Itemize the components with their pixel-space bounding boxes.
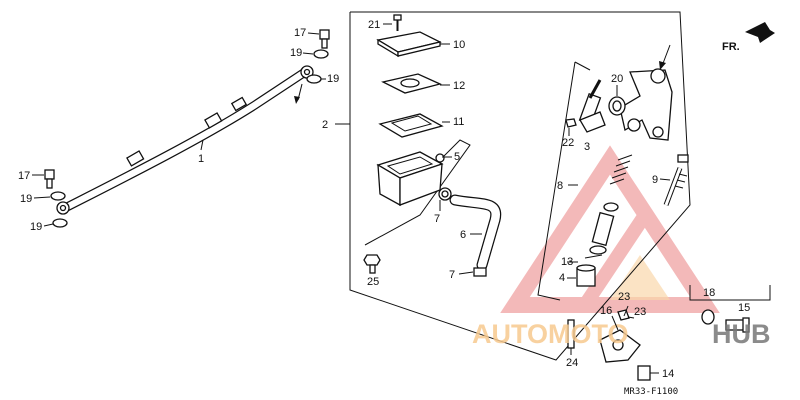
clevis-nut — [617, 309, 630, 321]
direction-label: FR. — [722, 41, 740, 53]
joint-pin — [637, 365, 651, 381]
reservoir-clip — [435, 153, 445, 163]
assembly-outline — [335, 11, 691, 361]
callout-9: 9 — [652, 174, 658, 186]
watermark-brand-secondary: HUB — [712, 319, 771, 349]
callout-1: 1 — [198, 153, 204, 165]
callout-19-a: 19 — [290, 47, 302, 59]
callout-19-c: 19 — [20, 193, 32, 205]
reservoir-bracket — [364, 139, 471, 246]
callout-17-upper: 17 — [294, 27, 306, 39]
hose-clip-upper — [438, 187, 452, 201]
callout-4: 4 — [559, 272, 565, 284]
master-cylinder-body — [619, 68, 673, 141]
watermark-text: AUTOMOTO HUB — [472, 319, 771, 349]
reservoir — [376, 151, 444, 207]
callout-10: 10 — [453, 39, 465, 51]
reservoir-screw — [393, 14, 402, 31]
callout-14: 14 — [662, 368, 674, 380]
callout-18: 18 — [703, 287, 715, 299]
callout-23-a: 23 — [618, 291, 630, 303]
push-rod — [663, 154, 689, 206]
subassembly-outline — [537, 61, 591, 301]
watermark-brand-primary: AUTOMOTO — [472, 319, 629, 349]
clevis — [599, 329, 641, 363]
callout-3: 3 — [584, 141, 590, 153]
callout-7-upper: 7 — [434, 213, 440, 225]
callout-23-b: 23 — [634, 306, 646, 318]
hose-clip-lower — [473, 267, 487, 277]
callout-20: 20 — [611, 73, 623, 85]
callout-21: 21 — [368, 19, 380, 31]
callout-6: 6 — [460, 229, 466, 241]
hose-bolt-lower — [44, 169, 55, 189]
callout-25: 25 — [367, 276, 379, 288]
callout-19-b: 19 — [327, 73, 339, 85]
callout-16: 16 — [600, 305, 612, 317]
callout-19-d: 19 — [30, 221, 42, 233]
callout-7-lower: 7 — [449, 269, 455, 281]
callout-12: 12 — [453, 80, 465, 92]
callout-11: 11 — [453, 116, 464, 128]
sealing-washer-lower-a — [50, 191, 66, 201]
callout-24: 24 — [566, 357, 578, 369]
callout-13: 13 — [561, 256, 573, 268]
hose-joint — [578, 79, 606, 133]
piston-set — [576, 154, 633, 287]
diaphragm — [378, 113, 444, 138]
callout-15: 15 — [738, 302, 750, 314]
brake-hose — [56, 65, 314, 215]
sealing-washer-lower-b — [52, 218, 68, 228]
joint-screw — [565, 118, 577, 128]
front-direction-arrow — [745, 22, 775, 43]
diagram-code: MR33-F1100 — [624, 387, 678, 397]
callout-2: 2 — [322, 119, 328, 131]
sealing-washer-upper — [313, 49, 329, 59]
callout-17-lower: 17 — [18, 170, 30, 182]
pivot-group — [689, 285, 771, 333]
reservoir-bolt — [363, 254, 381, 274]
callouts: 1 2 3 4 5 6 7 7 8 9 10 11 12 13 14 15 16… — [18, 19, 750, 397]
callout-5: 5 — [454, 151, 460, 163]
callout-22: 22 — [562, 137, 574, 149]
watermark-logo — [500, 145, 720, 313]
hose-bolt-upper — [319, 29, 330, 49]
callout-8: 8 — [557, 180, 563, 192]
sealing-washer-mid — [306, 74, 322, 84]
reservoir-hose — [449, 194, 502, 271]
